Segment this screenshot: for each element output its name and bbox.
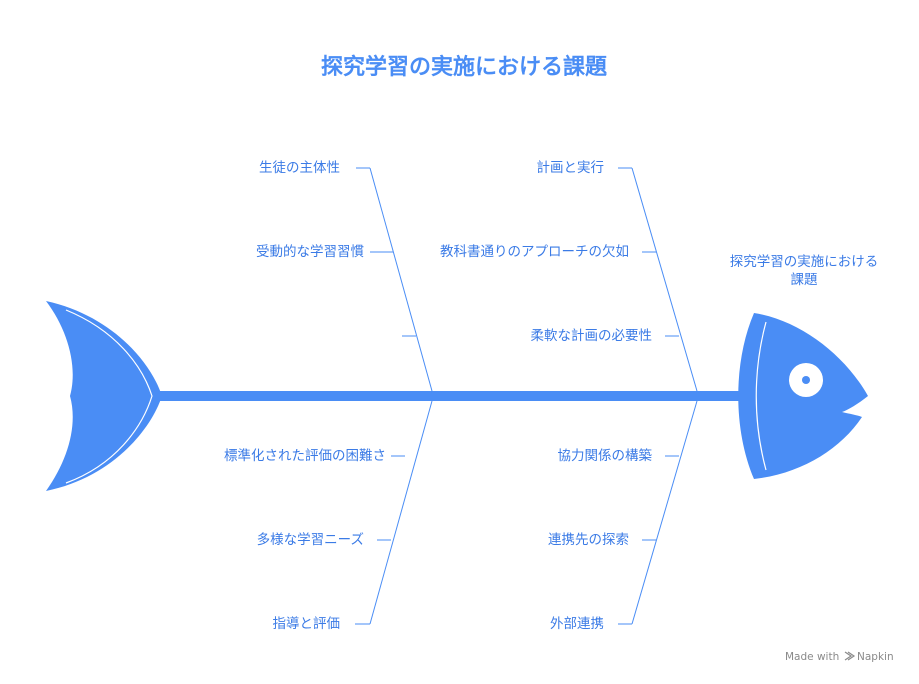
napkin-logo-icon (844, 651, 856, 661)
cause-label: 協力関係の構築 (558, 448, 653, 464)
cause-label: 教科書通りのアプローチの欠如 (440, 244, 629, 260)
top-left-bone (369, 167, 433, 392)
cause-label: 多様な学習ニーズ (257, 531, 364, 548)
napkin-brand-text: Napkin (857, 651, 894, 663)
bottom-right-bone (631, 400, 698, 625)
cause-label: 標準化された評価の困難さ (224, 448, 386, 464)
head-label-line2: 課題 (791, 272, 819, 288)
top-left-branch: 生徒の主体性 受動的な学習習慣 (256, 160, 433, 392)
top-right-bone (631, 167, 698, 392)
fish-head (738, 313, 868, 479)
diagram-title: 探究学習の実施における課題 (321, 54, 608, 80)
cause-label: 柔軟な計画の必要性 (531, 328, 653, 344)
cause-label: 受動的な学習習慣 (256, 244, 364, 260)
made-with-text: Made with (785, 651, 839, 663)
top-right-branch: 計画と実行 教科書通りのアプローチの欠如 柔軟な計画の必要性 (440, 160, 698, 392)
cause-label: 計画と実行 (537, 160, 605, 176)
head-label-line1: 探究学習の実施における (730, 254, 879, 270)
cause-label: 生徒の主体性 (259, 160, 340, 176)
cause-label: 連携先の探索 (548, 532, 629, 548)
cause-label: 指導と評価 (273, 616, 341, 632)
fish-spine (160, 391, 740, 401)
bottom-left-branch: 標準化された評価の困難さ 多様な学習ニーズ 指導と評価 (224, 400, 433, 632)
fish-pupil (802, 376, 810, 384)
cause-label: 外部連携 (550, 616, 604, 632)
bottom-right-branch: 協力関係の構築 連携先の探索 外部連携 (548, 400, 698, 632)
fish-tail (46, 301, 162, 491)
napkin-credit[interactable]: Made with Napkin (785, 651, 894, 663)
bottom-left-bone (369, 400, 433, 625)
